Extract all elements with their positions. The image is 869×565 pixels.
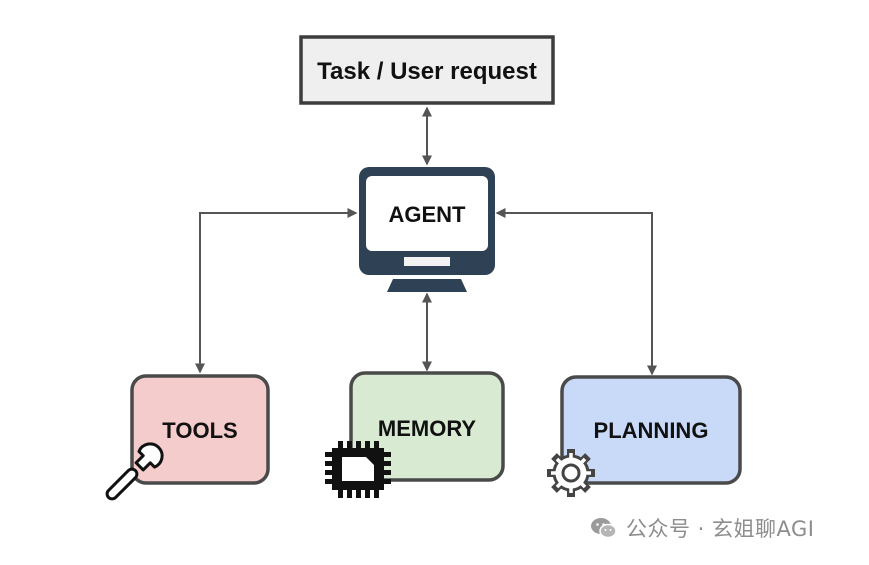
task-request-node: Task / User request — [299, 35, 555, 105]
agent-label: AGENT — [389, 202, 467, 227]
agent-monitor-screen — [366, 176, 488, 251]
watermark-text: 公众号 · 玄姐聊AGI — [626, 517, 815, 541]
planning-label: PLANNING — [594, 418, 709, 443]
memory-node: MEMORY — [325, 371, 505, 498]
memory-label: MEMORY — [378, 416, 477, 441]
gear-icon — [547, 449, 595, 497]
wechat-icon — [591, 518, 617, 539]
chip-icon — [325, 441, 391, 498]
wrench-icon — [105, 442, 164, 501]
task-request-box — [299, 35, 555, 105]
planning-box — [560, 375, 742, 485]
planning-node: PLANNING — [547, 375, 742, 497]
tools-node: TOOLS — [105, 374, 270, 501]
agent-planning-connector — [495, 208, 657, 376]
agent-monitor-stand — [387, 279, 467, 292]
watermark: 公众号 · 玄姐聊AGI — [590, 510, 815, 546]
tools-label: TOOLS — [162, 418, 237, 443]
agent-node: AGENT — [359, 167, 495, 292]
tools-box — [130, 374, 270, 485]
agent-tools-connector — [195, 208, 358, 374]
connectors — [195, 106, 657, 376]
task-request-label: Task / User request — [317, 58, 537, 85]
agent-monitor-slot — [404, 257, 450, 266]
